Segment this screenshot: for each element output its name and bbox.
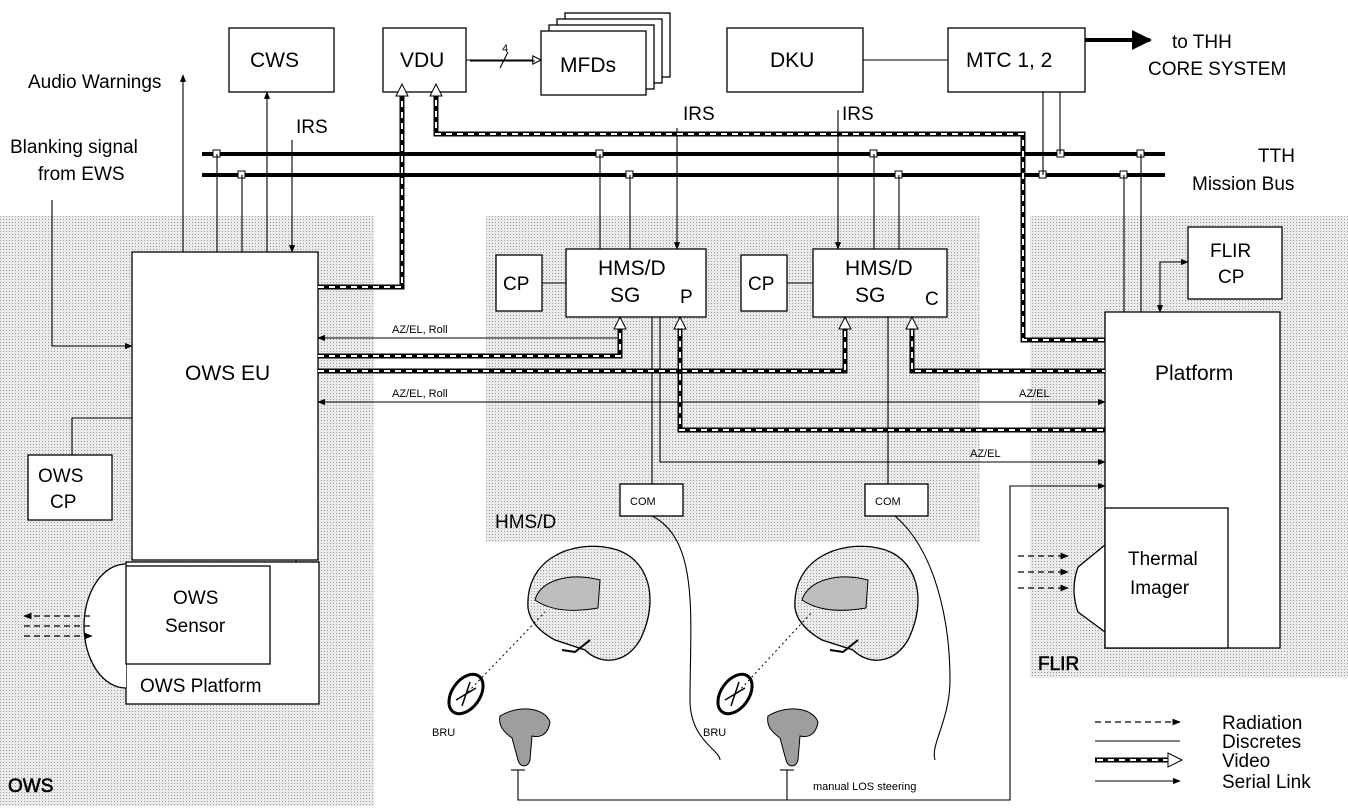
legend	[1095, 718, 1184, 785]
bru-left-label: BRU	[432, 727, 455, 739]
radiation-arrows	[23, 552, 1069, 640]
azel-label-2: AZ/EL	[970, 448, 1001, 460]
cp-right-label: CP	[748, 274, 774, 295]
ows-sensor-label-1: OWS	[173, 588, 218, 609]
thermal-label-1: Thermal	[1128, 549, 1198, 570]
ows-sensor-label-2: Sensor	[165, 616, 226, 637]
azel-roll-label-2: AZ/EL, Roll	[392, 388, 448, 400]
irs-label-3: IRS	[842, 104, 874, 125]
zone-labels: OWS HMS/D FLIR	[8, 512, 1080, 797]
ows-cp-label-1: OWS	[38, 466, 83, 487]
thermal-imager-box	[1104, 507, 1229, 649]
to-thh-label-2: CORE SYSTEM	[1148, 59, 1286, 80]
bru-left-icon	[447, 672, 485, 716]
to-thh-label-1: to THH	[1172, 32, 1232, 53]
azel-roll-label-1: AZ/EL, Roll	[392, 324, 448, 336]
hmsd-p-label-2: SG	[610, 284, 640, 307]
tth-label-1: TTH	[1258, 146, 1295, 167]
mfds-stack	[540, 12, 671, 96]
control-grip-left-icon	[499, 708, 551, 767]
bru-right-label: BRU	[703, 727, 726, 739]
hmsd-c-suffix: C	[925, 289, 939, 310]
thermal-lens	[1073, 543, 1106, 634]
helmet-left-icon	[467, 545, 651, 693]
tth-label-2: Mission Bus	[1192, 174, 1294, 195]
ows-sensor-box	[125, 565, 271, 665]
ows-cp-label-2: CP	[50, 492, 76, 513]
flir-cp-label-2: CP	[1218, 267, 1244, 288]
cp-right-box	[740, 254, 788, 312]
ows-zone-label: OWS	[8, 776, 53, 797]
blanking-label-2: from EWS	[38, 164, 125, 185]
hmsd-p-label-1: HMS/D	[598, 257, 666, 280]
video-lines	[318, 82, 1105, 433]
audio-warnings-label: Audio Warnings	[28, 72, 161, 93]
irs-label-2: IRS	[683, 104, 715, 125]
legend-radiation-label: Radiation	[1222, 713, 1302, 734]
hmsd-sg-p-box	[565, 248, 707, 318]
box-labels: CWS VDU MFDs DKU MTC 1, 2 OWS EU OWS CP …	[38, 49, 1251, 697]
mtc-box	[947, 27, 1086, 93]
cp-left-label: CP	[503, 274, 529, 295]
ows-eu-box	[131, 251, 319, 561]
cp-left-box	[495, 254, 543, 312]
platform-label: Platform	[1155, 362, 1233, 385]
flir-cp-box	[1187, 226, 1283, 300]
manual-los-label: manual LOS steering	[813, 781, 916, 793]
hmsd-c-label-1: HMS/D	[845, 257, 913, 280]
dku-label: DKU	[770, 49, 814, 72]
legend-discretes-label: Discretes	[1222, 732, 1301, 753]
legend-labels: Radiation Discretes Video Serial Link	[1222, 713, 1311, 793]
com-left-box	[619, 483, 684, 517]
thermal-label-2: Imager	[1130, 578, 1190, 599]
ows-platform-label: OWS Platform	[140, 676, 261, 697]
legend-video-label: Video	[1222, 751, 1270, 772]
cws-box	[228, 27, 335, 93]
hmsd-p-suffix: P	[680, 287, 693, 308]
hmsd-sg-c-box	[812, 248, 948, 318]
hmsd-c-label-2: SG	[855, 284, 885, 307]
dku-box	[726, 27, 864, 93]
flir-zone-label: FLIR	[1038, 654, 1079, 675]
azel-label-1: AZ/EL	[1019, 388, 1050, 400]
bus-count-label: 4	[502, 43, 508, 55]
com-right-label: COM	[875, 496, 901, 508]
blanking-label-1: Blanking signal	[10, 137, 138, 158]
ows-cp-box	[27, 454, 113, 521]
hmsd-zone-label: HMS/D	[495, 512, 556, 533]
vdu-box	[382, 27, 467, 93]
irs-label-1: IRS	[296, 117, 328, 138]
ows-eu-label: OWS EU	[185, 362, 270, 385]
com-left-label: COM	[630, 496, 656, 508]
signal-labels: to THH CORE SYSTEM Audio Warnings Blanki…	[10, 32, 1295, 793]
helmet-right-icon	[737, 545, 919, 693]
flir-cp-label-1: FLIR	[1210, 241, 1251, 262]
control-grip-right-icon	[767, 708, 819, 767]
mtc-label: MTC 1, 2	[966, 49, 1052, 72]
cws-label: CWS	[250, 49, 299, 72]
vdu-label: VDU	[400, 49, 444, 72]
legend-serial-label: Serial Link	[1222, 772, 1311, 793]
bru-right-icon	[716, 672, 754, 716]
com-right-box	[864, 483, 929, 517]
mfds-label: MFDs	[560, 54, 616, 77]
